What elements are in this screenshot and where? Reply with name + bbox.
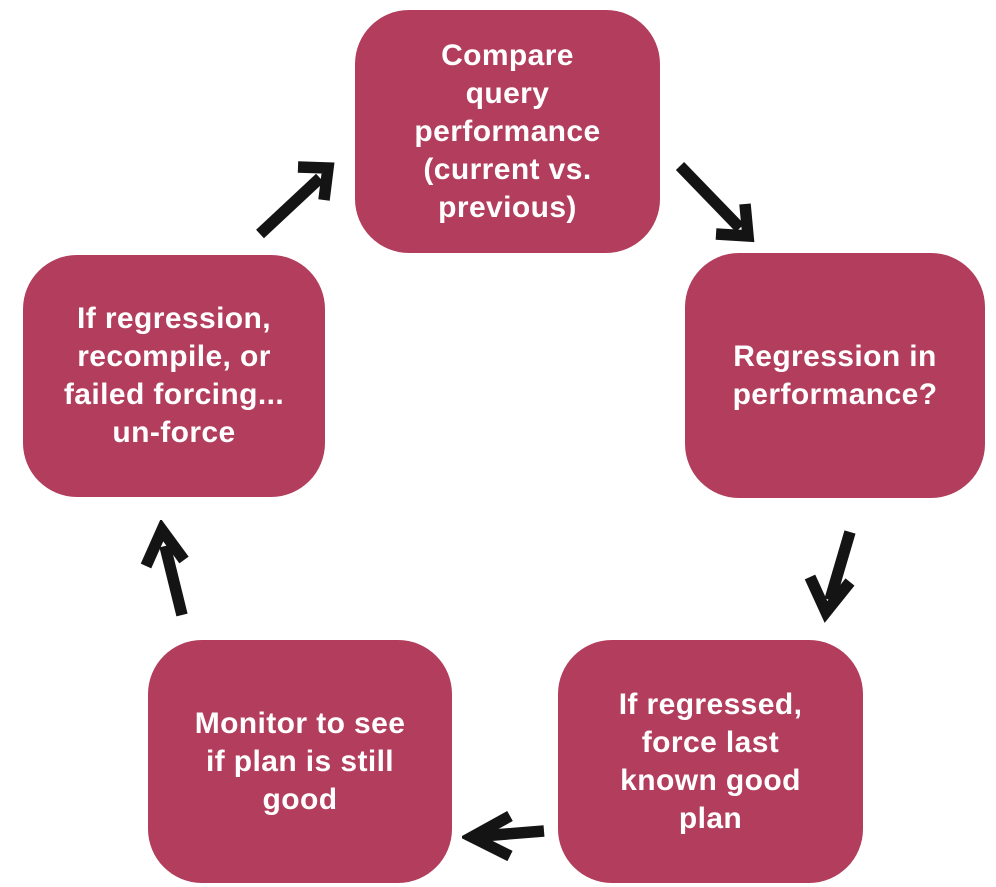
- node-monitor-plan: Monitor to see if plan is still good: [148, 640, 452, 883]
- arrow-regression-to-force-icon: [804, 530, 856, 623]
- node-label: Regression in performance?: [732, 339, 938, 411]
- arrow-compare-to-regression-icon: [675, 162, 755, 243]
- arrow-monitor-to-unforce-icon: [140, 520, 189, 617]
- node-compare-query-performance: Compare query performance (current vs. p…: [355, 10, 660, 253]
- arrow-force-to-monitor-icon: [462, 810, 545, 862]
- node-label: If regressed, force last known good plan: [618, 687, 803, 835]
- node-regression-in-performance: Regression in performance?: [685, 253, 985, 498]
- node-force-last-known-good-plan: If regressed, force last known good plan: [558, 640, 863, 883]
- node-label: If regression, recompile, or failed forc…: [63, 302, 285, 449]
- node-label: Monitor to see if plan is still good: [194, 706, 406, 816]
- node-label: Compare query performance (current vs. p…: [414, 38, 601, 224]
- arrow-unforce-to-compare-icon: [256, 161, 335, 239]
- node-unforce: If regression, recompile, or failed forc…: [23, 255, 325, 497]
